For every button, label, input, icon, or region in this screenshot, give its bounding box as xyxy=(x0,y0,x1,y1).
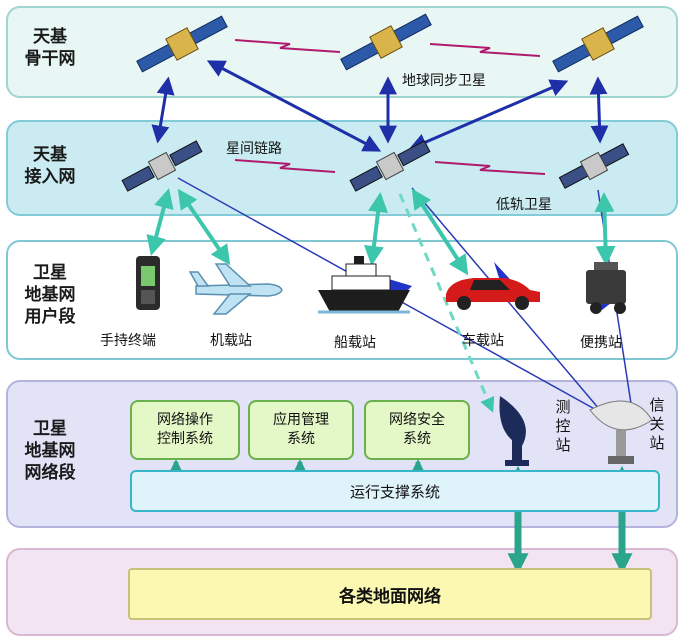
network-security-box: 网络安全 系统 xyxy=(364,400,470,460)
link-geo1-leo1 xyxy=(151,76,175,144)
space-backbone-label: 天基 骨干网 xyxy=(24,27,76,69)
geo-satellite-label: 地球同步卫星 xyxy=(402,73,486,89)
link-leo2-vehicle xyxy=(411,188,469,276)
handheld-terminal-icon xyxy=(136,256,160,310)
link-leo3-portable xyxy=(594,192,616,266)
vehicle-station-label: 车载站 xyxy=(462,333,504,349)
handheld-terminal-label: 手持终端 xyxy=(100,333,156,349)
link-leo1-handheld xyxy=(146,188,174,256)
ground-user-label: 卫星 地基网 用户段 xyxy=(24,263,76,327)
link-geo1-leo2 xyxy=(206,60,382,152)
link-leo2-shipborne xyxy=(363,192,389,266)
space-access-label: 天基 接入网 xyxy=(24,145,76,187)
car-icon xyxy=(446,278,540,310)
leo-satellite-3-icon xyxy=(558,143,630,189)
ground-network-label: 卫星 地基网 网络段 xyxy=(24,419,76,483)
ttc-antenna-icon xyxy=(499,396,529,466)
ship-icon xyxy=(318,256,410,314)
radio-link-geo-1-2 xyxy=(234,39,341,53)
geo-radio-links xyxy=(234,39,546,175)
link-geo3-leo2 xyxy=(408,79,569,151)
link-leo1-airborne xyxy=(177,188,231,266)
geo-satellite-3-icon xyxy=(552,15,644,73)
airborne-station-label: 机载站 xyxy=(210,333,252,349)
inter-satellite-link-label: 星间链路 xyxy=(226,141,282,157)
gateway-station-label: 信关站 xyxy=(649,396,665,452)
leo-satellite-2-icon xyxy=(349,140,431,192)
gateway-antenna-icon xyxy=(589,400,653,464)
teal-links xyxy=(146,188,616,276)
aircraft-icon xyxy=(188,263,283,315)
radio-link-leo-2-3 xyxy=(434,161,546,175)
radio-link-leo-1-2 xyxy=(234,159,336,173)
leo-satellite-1-icon xyxy=(121,140,203,192)
leo-satellite-label: 低轨卫星 xyxy=(496,197,552,213)
app-management-box: 应用管理 系统 xyxy=(248,400,354,460)
operation-support-system-box: 运行支撑系统 xyxy=(130,470,660,512)
geo-satellite-2-icon xyxy=(340,13,432,71)
ttc-station-label: 测控站 xyxy=(555,398,571,454)
shipborne-station-label: 船载站 xyxy=(334,335,376,351)
radio-link-geo-2-3 xyxy=(429,43,541,57)
portable-station-label: 便携站 xyxy=(580,335,622,351)
blue-links xyxy=(151,60,609,152)
portable-station-icon xyxy=(586,262,626,314)
link-geo3-leo3 xyxy=(589,76,609,144)
ground-networks-box: 各类地面网络 xyxy=(128,568,652,620)
network-ops-control-box: 网络操作 控制系统 xyxy=(130,400,240,460)
geo-satellite-1-icon xyxy=(136,15,228,73)
